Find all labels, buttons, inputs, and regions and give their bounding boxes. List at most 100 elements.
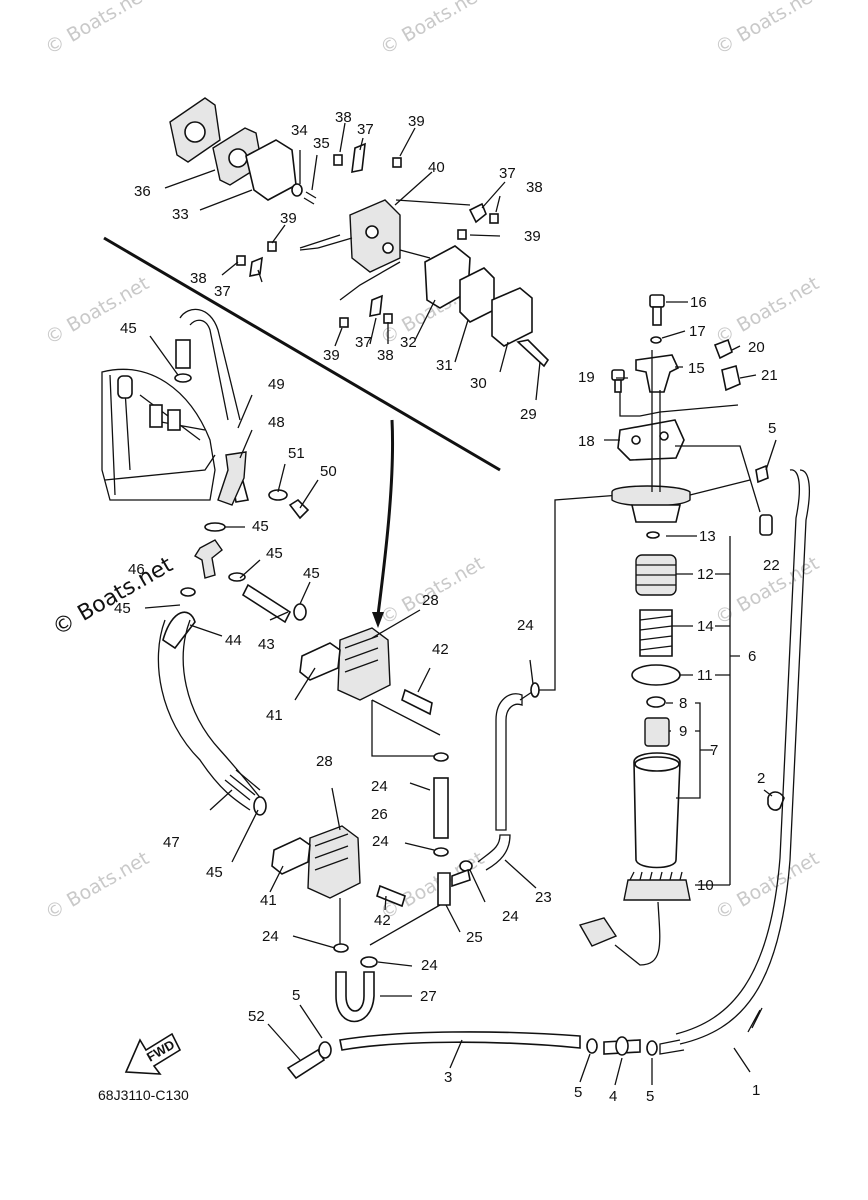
engine-block	[101, 368, 216, 501]
part-3-hose	[339, 1031, 581, 1051]
callout-34: 34	[291, 122, 308, 139]
callout-23: 23	[535, 889, 552, 906]
reference-arrow	[376, 419, 395, 616]
callout-24: 24	[517, 617, 534, 634]
part-16-bolt	[649, 294, 665, 308]
part-10-nut	[623, 879, 691, 901]
leader-lines-left	[144, 335, 319, 863]
callout-24: 24	[421, 957, 438, 974]
part-50-bolt	[288, 498, 310, 520]
part-11-oring	[631, 664, 681, 686]
callout-45: 45	[206, 864, 223, 881]
watermark: © Boats.net	[42, 272, 153, 349]
upper-plates	[169, 97, 533, 347]
callout-24: 24	[502, 908, 519, 925]
watermark: © Boats.net	[712, 0, 823, 59]
callout-44: 44	[225, 632, 242, 649]
fwd-arrow: FWD	[124, 1032, 182, 1075]
callout-35: 35	[313, 135, 330, 152]
callout-18: 18	[578, 433, 595, 450]
filter-head	[611, 485, 691, 507]
part-9-float	[644, 717, 670, 747]
callout-45: 45	[303, 565, 320, 582]
callout-5: 5	[646, 1088, 654, 1105]
part-40-body	[317, 199, 471, 273]
callout-29: 29	[520, 406, 537, 423]
part-8-ring	[646, 696, 666, 708]
diagram-code: 68J3110-C130	[98, 1087, 189, 1103]
callout-39: 39	[524, 228, 541, 245]
callout-12: 12	[697, 566, 714, 583]
callout-8: 8	[679, 695, 687, 712]
part-15-bracket	[635, 354, 680, 393]
callout-5: 5	[574, 1084, 582, 1101]
callout-33: 33	[172, 206, 189, 223]
part-30-cover	[491, 287, 533, 347]
part-22-plug	[759, 514, 773, 536]
fuel-pump-lower	[269, 787, 406, 946]
part-41-gasket-upper	[299, 642, 341, 681]
callout-45: 45	[266, 545, 283, 562]
part-18-bracket	[617, 419, 685, 461]
callout-42: 42	[432, 641, 449, 658]
lower-hose	[267, 1004, 658, 1086]
part-13-oring	[646, 531, 660, 539]
arrow-head	[372, 612, 384, 628]
callout-4: 4	[609, 1088, 617, 1105]
callout-21: 21	[761, 367, 778, 384]
callout-26: 26	[371, 806, 388, 823]
callout-30: 30	[470, 375, 487, 392]
part-26-hose	[292, 777, 486, 968]
callout-45: 45	[120, 320, 137, 337]
callout-24: 24	[262, 928, 279, 945]
callout-37: 37	[214, 283, 231, 300]
part-14-spring	[639, 609, 673, 657]
callout-28: 28	[316, 753, 333, 770]
part-21-plug	[721, 364, 741, 392]
callout-24: 24	[371, 778, 388, 795]
part-47-hose	[157, 619, 267, 816]
callout-19: 19	[578, 369, 595, 386]
filter-assembly	[578, 294, 785, 966]
part-17-washer	[650, 336, 662, 344]
watermark: © Boats.net	[377, 847, 488, 924]
callout-2: 2	[757, 770, 765, 787]
watermarks: © Boats.net © Boats.net © Boats.net © Bo…	[42, 0, 823, 924]
callout-25: 25	[466, 929, 483, 946]
callout-16: 16	[690, 294, 707, 311]
callout-38: 38	[377, 347, 394, 364]
callout-41: 41	[260, 892, 277, 909]
section-divider	[103, 236, 501, 472]
callout-9: 9	[679, 723, 687, 740]
fasteners-top	[236, 142, 550, 368]
watermark: © Boats.net	[42, 0, 153, 59]
callout-48: 48	[268, 414, 285, 431]
callout-22: 22	[763, 557, 780, 574]
callout-41: 41	[266, 707, 283, 724]
callout-46: 46	[128, 561, 145, 578]
callout-39: 39	[408, 113, 425, 130]
callout-17: 17	[689, 323, 706, 340]
callout-39: 39	[280, 210, 297, 227]
callout-36: 36	[134, 183, 151, 200]
callout-37: 37	[499, 165, 516, 182]
part-44-elbow	[162, 611, 196, 650]
watermark: © Boats.net	[712, 272, 823, 349]
callout-28: 28	[422, 592, 439, 609]
part-2-clip	[767, 791, 785, 811]
callout-49: 49	[268, 376, 285, 393]
callout-43: 43	[258, 636, 275, 653]
callout-38: 38	[526, 179, 543, 196]
callout-37: 37	[355, 334, 372, 351]
part-42-bolt-upper	[401, 688, 433, 716]
part-45-clamp	[175, 339, 191, 369]
watermark: © Boats.net	[712, 847, 823, 924]
callout-15: 15	[688, 360, 705, 377]
callout-1: 1	[752, 1082, 760, 1099]
callout-24: 24	[372, 833, 389, 850]
filter-cup	[633, 752, 681, 869]
callout-6: 6	[748, 648, 756, 665]
connector	[578, 917, 618, 947]
callout-42: 42	[374, 912, 391, 929]
